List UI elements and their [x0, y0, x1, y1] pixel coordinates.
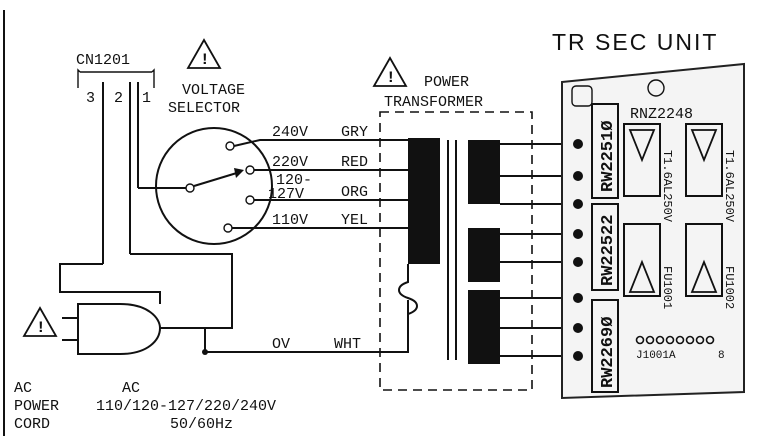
- ac-spec-line3: 50/60Hz: [170, 416, 233, 433]
- jack-pin-label: 8: [718, 350, 725, 362]
- tap-voltage-120-line2: 127V: [268, 186, 304, 203]
- transformer-title-line2: TRANSFORMER: [384, 94, 483, 111]
- cord-label-line2: POWER: [14, 398, 59, 415]
- warning-icon: !: [186, 38, 222, 69]
- tap-wire-240: [233, 139, 408, 147]
- power-transformer: [379, 111, 533, 391]
- resistor-label-2: RW22522: [599, 215, 618, 286]
- svg-text:!: !: [386, 69, 396, 87]
- tap-voltage-110: 110V: [272, 212, 308, 229]
- tap-voltage-120-line1: 120-: [276, 172, 312, 189]
- tr-sec-unit-board: J1001A 8 RNZ2248 RW2251Ø RW22522 RW2269Ø…: [561, 62, 745, 400]
- connector-pin-2: 2: [114, 90, 123, 107]
- unit-title: TR SEC UNIT: [552, 29, 718, 55]
- connector-label: CN1201: [76, 52, 130, 69]
- tap-voltage-220: 220V: [272, 154, 308, 171]
- tap-color-gry: GRY: [341, 124, 368, 141]
- fuse-rating-2: T1.6AL250V: [722, 150, 736, 223]
- svg-text:!: !: [36, 319, 46, 337]
- connector-cn1201: CN1201 3 2 1: [76, 52, 155, 264]
- transformer-title-line1: POWER: [424, 74, 469, 91]
- jack-label: J1001A: [636, 350, 676, 362]
- cord-wire-3: [59, 263, 161, 304]
- ac-spec-line1: AC: [122, 380, 140, 397]
- fuse-rating-1: T1.6AL250V: [660, 150, 674, 223]
- voltage-selector-switch: [155, 127, 273, 245]
- svg-text:!: !: [200, 51, 210, 69]
- tap-color-yel: YEL: [341, 212, 368, 229]
- tap-color-red: RED: [341, 154, 368, 171]
- board-part-label: RNZ2248: [630, 106, 693, 123]
- warning-icon: !: [372, 56, 408, 87]
- tap-voltage-0v: OV: [272, 336, 290, 353]
- cord-wire-2: [130, 253, 233, 329]
- tap-color-wht: WHT: [334, 336, 361, 353]
- tap-voltage-240: 240V: [272, 124, 308, 141]
- connector-pin-1: 1: [142, 90, 151, 107]
- selector-title-line1: VOLTAGE: [182, 82, 245, 99]
- cord-label-line3: CORD: [14, 416, 50, 433]
- warning-icon: !: [22, 306, 58, 337]
- resistor-label-1: RW2251Ø: [599, 121, 618, 192]
- fuse-label-2: FU1002: [722, 266, 736, 309]
- selector-title-line2: SELECTOR: [168, 100, 240, 117]
- resistor-label-3: RW2269Ø: [599, 317, 618, 388]
- tap-wire-0v: [205, 300, 409, 353]
- tap-color-org: ORG: [341, 184, 368, 201]
- cord-label-line1: AC: [14, 380, 32, 397]
- fuse-label-1: FU1001: [660, 266, 674, 309]
- ac-spec-line2: 110/120-127/220/240V: [96, 398, 276, 415]
- connector-pin-3: 3: [86, 90, 95, 107]
- ac-power-plug: [62, 303, 208, 355]
